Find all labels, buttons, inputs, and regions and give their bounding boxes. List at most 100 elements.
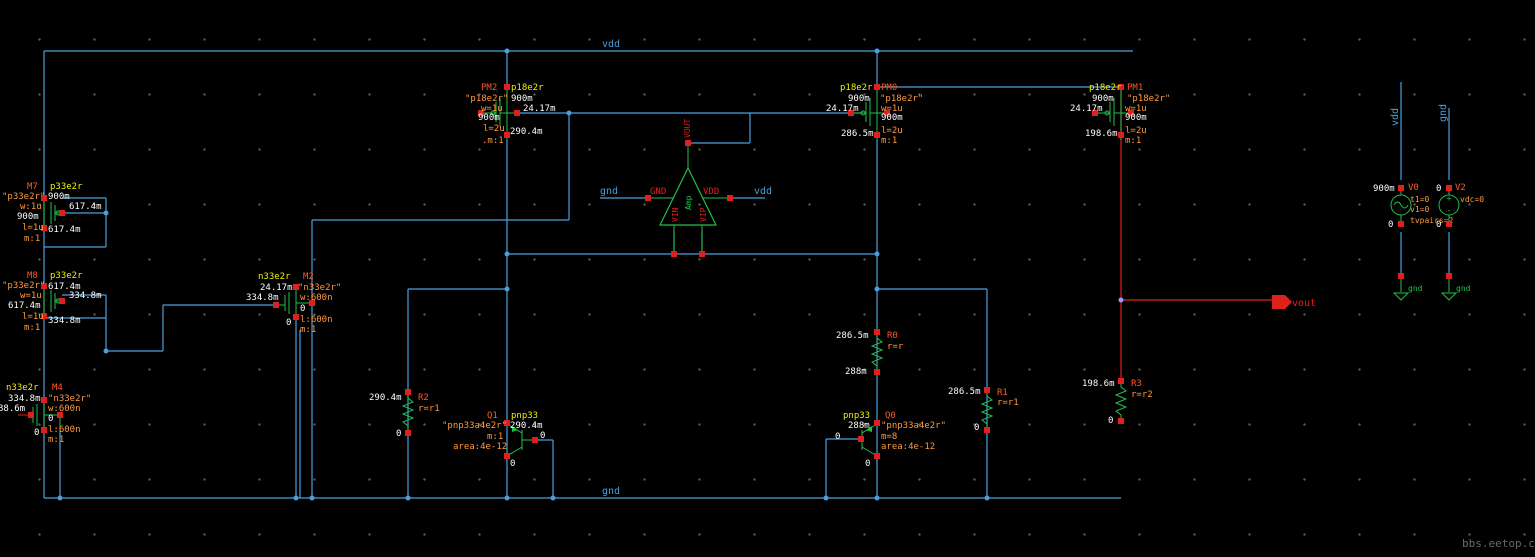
m8-vds: 334.8m <box>69 291 102 301</box>
q0-inst: Q0 <box>885 411 896 421</box>
pm0-model: "p18e2r" <box>880 94 923 104</box>
m8-vd: 334.8m <box>48 316 81 326</box>
q0-m: m=8 <box>881 432 897 442</box>
pm2-vb: 900m <box>478 113 500 123</box>
r3-inst: R3 <box>1131 379 1142 389</box>
pm2-model: "p18e2r" <box>465 94 508 104</box>
m2-l: l:600n <box>300 315 333 325</box>
pm0-inst: PM0 <box>881 83 897 93</box>
amp-gnd-net: gnd <box>600 186 618 197</box>
m8-vg: 617.4m <box>8 301 41 311</box>
pnp-q1[interactable]: Q1 pnp33 "pnp33a4e2r" m:1 area:4e-12 290… <box>442 411 545 469</box>
pnp-q0[interactable]: pnp33 Q0 "pnp33a4e2r" m=8 area:4e-12 288… <box>835 411 946 469</box>
m2-cell: n33e2r <box>258 272 291 282</box>
resistor-r3[interactable]: R3 r=r2 198.6m 0 <box>1082 378 1153 426</box>
v0-net-top: vdd <box>1390 108 1401 126</box>
q1-vb: 0 <box>540 431 545 441</box>
pm0-vb: 900m <box>881 113 903 123</box>
pmos-pm0[interactable]: PM0 p18e2r "p18e2r" w=1u l=2u m:1 900m 2… <box>826 83 923 146</box>
resistor-r0[interactable]: R0 r=r 286.5m 288m <box>836 329 904 377</box>
m4-l: l:600n <box>48 425 81 435</box>
pm2-l: l=2u <box>483 124 505 134</box>
m8-vs: 617.4m <box>48 282 81 292</box>
r1-vtop: 286.5m <box>948 387 981 397</box>
m4-w: w:600n <box>48 404 81 414</box>
pmos-m7[interactable]: M7 p33e2r "p33e2r" w:1u l=1u m:1 900m 90… <box>2 182 102 244</box>
vsource-v2[interactable]: + - V2 vdc=0 0 0 gnd gnd <box>1436 104 1484 301</box>
m7-cell: p33e2r <box>50 182 83 192</box>
m7-model: "p33e2r" <box>2 192 45 202</box>
v2-p1: vdc=0 <box>1460 195 1484 204</box>
v0-p3: tvpairs=2 <box>1410 216 1454 225</box>
q0-vb: 0 <box>835 432 840 442</box>
vdd-net-label: vdd <box>602 39 620 50</box>
m4-vd: 334.8m <box>8 394 41 404</box>
junctions <box>57 48 1124 501</box>
q0-ve: 288m <box>848 421 870 431</box>
nmos-m4[interactable]: n33e2r M4 "n33e2r" w:600n l:600n m:1 334… <box>0 383 91 445</box>
m2-inst: M2 <box>303 272 314 282</box>
q0-model: "pnp33a4e2r" <box>881 421 946 431</box>
r0-param: r=r <box>887 342 904 352</box>
pm1-vd: 198.6m <box>1085 129 1118 139</box>
pm0-vg: 24.17m <box>826 104 859 114</box>
r2-inst: R2 <box>418 393 429 403</box>
resistor-r1[interactable]: R1 r=r1 286.5m 0 <box>948 387 1019 433</box>
pm1-inst: PM1 <box>1127 83 1143 93</box>
r0-vtop: 286.5m <box>836 331 869 341</box>
v2-net-top: gnd <box>1438 104 1449 122</box>
amp-symbol[interactable]: Amp GND VDD VOUT VIN VIP gnd vdd <box>600 119 772 257</box>
pmos-pm2[interactable]: PM2 p18e2r "p18e2r" w=1u l=2u .m:1 900m … <box>465 83 556 146</box>
pm2-m: .m:1 <box>482 136 504 146</box>
pm1-model: "p18e2r" <box>1127 94 1170 104</box>
pm0-l: l=2u <box>881 126 903 136</box>
r3-vbot: 0 <box>1108 416 1113 426</box>
m8-w: w=1u <box>20 291 42 301</box>
m2-m: m:1 <box>300 325 316 335</box>
nmos-m2[interactable]: n33e2r M2 "n33e2r" w:600n l:600n m:1 24.… <box>246 272 341 335</box>
q1-m: m:1 <box>487 432 503 442</box>
m7-m: m:1 <box>24 234 40 244</box>
pm1-w: w=1u <box>1125 104 1147 114</box>
r0-inst: R0 <box>887 331 898 341</box>
r0-vbot: 288m <box>845 367 867 377</box>
pm1-l: l=2u <box>1125 126 1147 136</box>
pm1-cell: p18e2r <box>1089 83 1122 93</box>
gnd-net-label: gnd <box>602 486 620 497</box>
pm2-inst: PM2 <box>481 83 497 93</box>
v2-vtop: 0 <box>1436 184 1441 194</box>
r1-vbot: 0 <box>974 423 979 433</box>
pmos-pm1[interactable]: PM1 p18e2r "p18e2r" w=1u l=2u m:1 900m 2… <box>1070 83 1170 146</box>
vout-net-label: vout <box>1292 298 1316 309</box>
pm1-vs: 900m <box>1092 94 1114 104</box>
q1-vc: 0 <box>510 459 515 469</box>
vsource-v0[interactable]: V0 t1=0 v1=0 tvpairs=2 900m 0 vdd gnd <box>1373 108 1454 301</box>
r1-inst: R1 <box>997 388 1008 398</box>
m7-vs: 900m <box>17 212 39 222</box>
amp-vip-pin: VIP <box>699 207 708 222</box>
v2-vbot: 0 <box>1436 220 1441 230</box>
r2-vbot: 0 <box>396 429 401 439</box>
v0-p2: v1=0 <box>1410 205 1429 214</box>
q0-area: area:4e-12 <box>881 442 935 452</box>
m8-inst: M8 <box>27 271 38 281</box>
watermark: bbs.eetop.cn <box>1462 537 1535 550</box>
amp-vout-pin: VOUT <box>683 119 692 138</box>
m2-vd: 24.17m <box>260 283 293 293</box>
q1-area: area:4e-12 <box>453 442 507 452</box>
q0-vc: 0 <box>865 459 870 469</box>
v2-net-bot: gnd <box>1456 284 1471 293</box>
m2-vb: 0 <box>300 304 305 314</box>
v0-vbot: 0 <box>1388 220 1393 230</box>
amp-vdd-pin: VDD <box>703 187 719 197</box>
pm2-cell: p18e2r <box>511 83 544 93</box>
pm2-vg: 24.17m <box>523 104 556 114</box>
minus-icon: - <box>1447 206 1452 215</box>
v0-inst: V0 <box>1408 183 1419 193</box>
q1-model: "pnp33a4e2r" <box>442 421 507 431</box>
vout-pin-arrow[interactable] <box>1272 295 1292 309</box>
resistor-r2[interactable]: R2 r=r1 290.4m 0 <box>369 389 440 439</box>
pmos-m8[interactable]: M8 p33e2r "p33e2r" w=1u l=1u m:1 617.4m … <box>2 271 102 333</box>
